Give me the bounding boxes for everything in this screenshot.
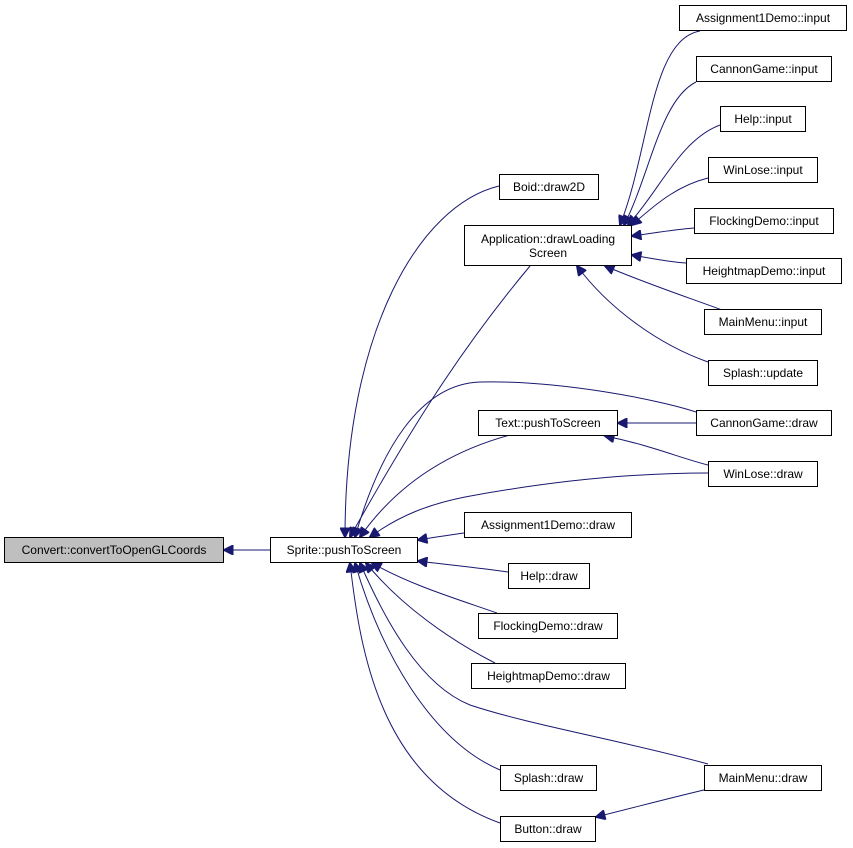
node-label-line1: Application::drawLoading [480, 231, 616, 246]
edge-mainmenu-input-to-app [605, 266, 723, 311]
node-label: Splash::draw [513, 771, 584, 785]
node-text-push-to-screen[interactable]: Text::pushToScreen [478, 410, 618, 436]
node-label: WinLose::draw [723, 467, 803, 481]
edge-heightmap-input-to-app [632, 255, 687, 264]
node-label: MainMenu::input [718, 315, 808, 329]
edge-assignment1-input-to-app [620, 30, 701, 225]
edge-help-input-to-app [628, 124, 721, 225]
node-label: WinLose::input [723, 163, 803, 177]
edge-heightmap-draw-to-sprite [366, 563, 496, 664]
edge-button-draw-to-sprite [350, 563, 501, 824]
edge-mainmenu-draw-to-sprite [360, 563, 709, 765]
edge-splash-update-to-app [577, 266, 709, 363]
node-flockingdemo-input[interactable]: FlockingDemo::input [694, 208, 834, 234]
node-label: Assignment1Demo::input [695, 11, 831, 25]
edge-winlose-input-to-app [632, 177, 709, 225]
node-label: CannonGame::input [710, 62, 818, 76]
edge-flocking-draw-to-sprite [372, 563, 498, 614]
edge-assignment1-draw-to-sprite [418, 532, 465, 540]
node-cannongame-input[interactable]: CannonGame::input [696, 56, 832, 82]
node-label: FlockingDemo::input [709, 214, 819, 228]
node-convert-to-opengl-coords: Convert::convertToOpenGLCoords [4, 537, 224, 563]
node-label: Splash::update [722, 366, 804, 380]
node-label: Button::draw [514, 822, 582, 836]
edge-boid-to-sprite [345, 185, 500, 537]
node-application-draw-loading-screen[interactable]: Application::drawLoading Screen [464, 225, 632, 266]
node-assignment1demo-draw[interactable]: Assignment1Demo::draw [464, 512, 632, 538]
edge-winlose-draw-to-text [605, 436, 709, 466]
node-label: FlockingDemo::draw [493, 619, 603, 633]
node-button-draw[interactable]: Button::draw [500, 816, 596, 842]
node-heightmapdemo-draw[interactable]: HeightmapDemo::draw [471, 663, 626, 689]
node-label: MainMenu::draw [718, 771, 808, 785]
edge-winlose-draw-to-sprite [370, 472, 709, 537]
node-splash-update[interactable]: Splash::update [708, 360, 818, 386]
node-label-line2: Screen [528, 245, 568, 260]
node-label: CannonGame::draw [710, 416, 818, 430]
node-mainmenu-draw[interactable]: MainMenu::draw [704, 765, 822, 791]
node-label: Sprite::pushToScreen [286, 543, 402, 557]
node-label: Help::input [734, 112, 792, 126]
node-assignment1demo-input[interactable]: Assignment1Demo::input [679, 5, 847, 31]
node-label: Assignment1Demo::draw [480, 518, 616, 532]
node-label: HeightmapDemo::input [702, 264, 826, 278]
edge-text-to-sprite [360, 434, 511, 537]
node-sprite-push-to-screen[interactable]: Sprite::pushToScreen [270, 537, 418, 563]
node-label: Help::draw [520, 569, 578, 583]
edge-app-to-sprite [350, 265, 531, 537]
edge-flocking-input-to-app [632, 227, 695, 236]
edge-mainmenu-draw-to-button [596, 788, 709, 817]
node-help-draw[interactable]: Help::draw [508, 563, 590, 589]
node-label: HeightmapDemo::draw [487, 669, 610, 683]
node-cannongame-draw[interactable]: CannonGame::draw [696, 410, 832, 436]
edge-cannongame-draw-to-sprite [355, 381, 697, 537]
edge-splash-draw-to-sprite [355, 563, 501, 771]
edge-help-draw-to-sprite [418, 561, 509, 573]
node-mainmenu-input[interactable]: MainMenu::input [704, 309, 822, 335]
node-help-input[interactable]: Help::input [720, 106, 806, 132]
node-splash-draw[interactable]: Splash::draw [500, 765, 597, 791]
node-winlose-input[interactable]: WinLose::input [708, 157, 818, 183]
edge-cannongame-input-to-app [624, 81, 697, 225]
node-boid-draw2d[interactable]: Boid::draw2D [499, 174, 599, 200]
node-heightmapdemo-input[interactable]: HeightmapDemo::input [686, 258, 842, 284]
node-winlose-draw[interactable]: WinLose::draw [708, 461, 818, 487]
node-flockingdemo-draw[interactable]: FlockingDemo::draw [478, 613, 618, 639]
node-label: Boid::draw2D [512, 180, 586, 194]
node-label: Text::pushToScreen [495, 416, 601, 430]
node-label: Convert::convertToOpenGLCoords [21, 543, 207, 557]
